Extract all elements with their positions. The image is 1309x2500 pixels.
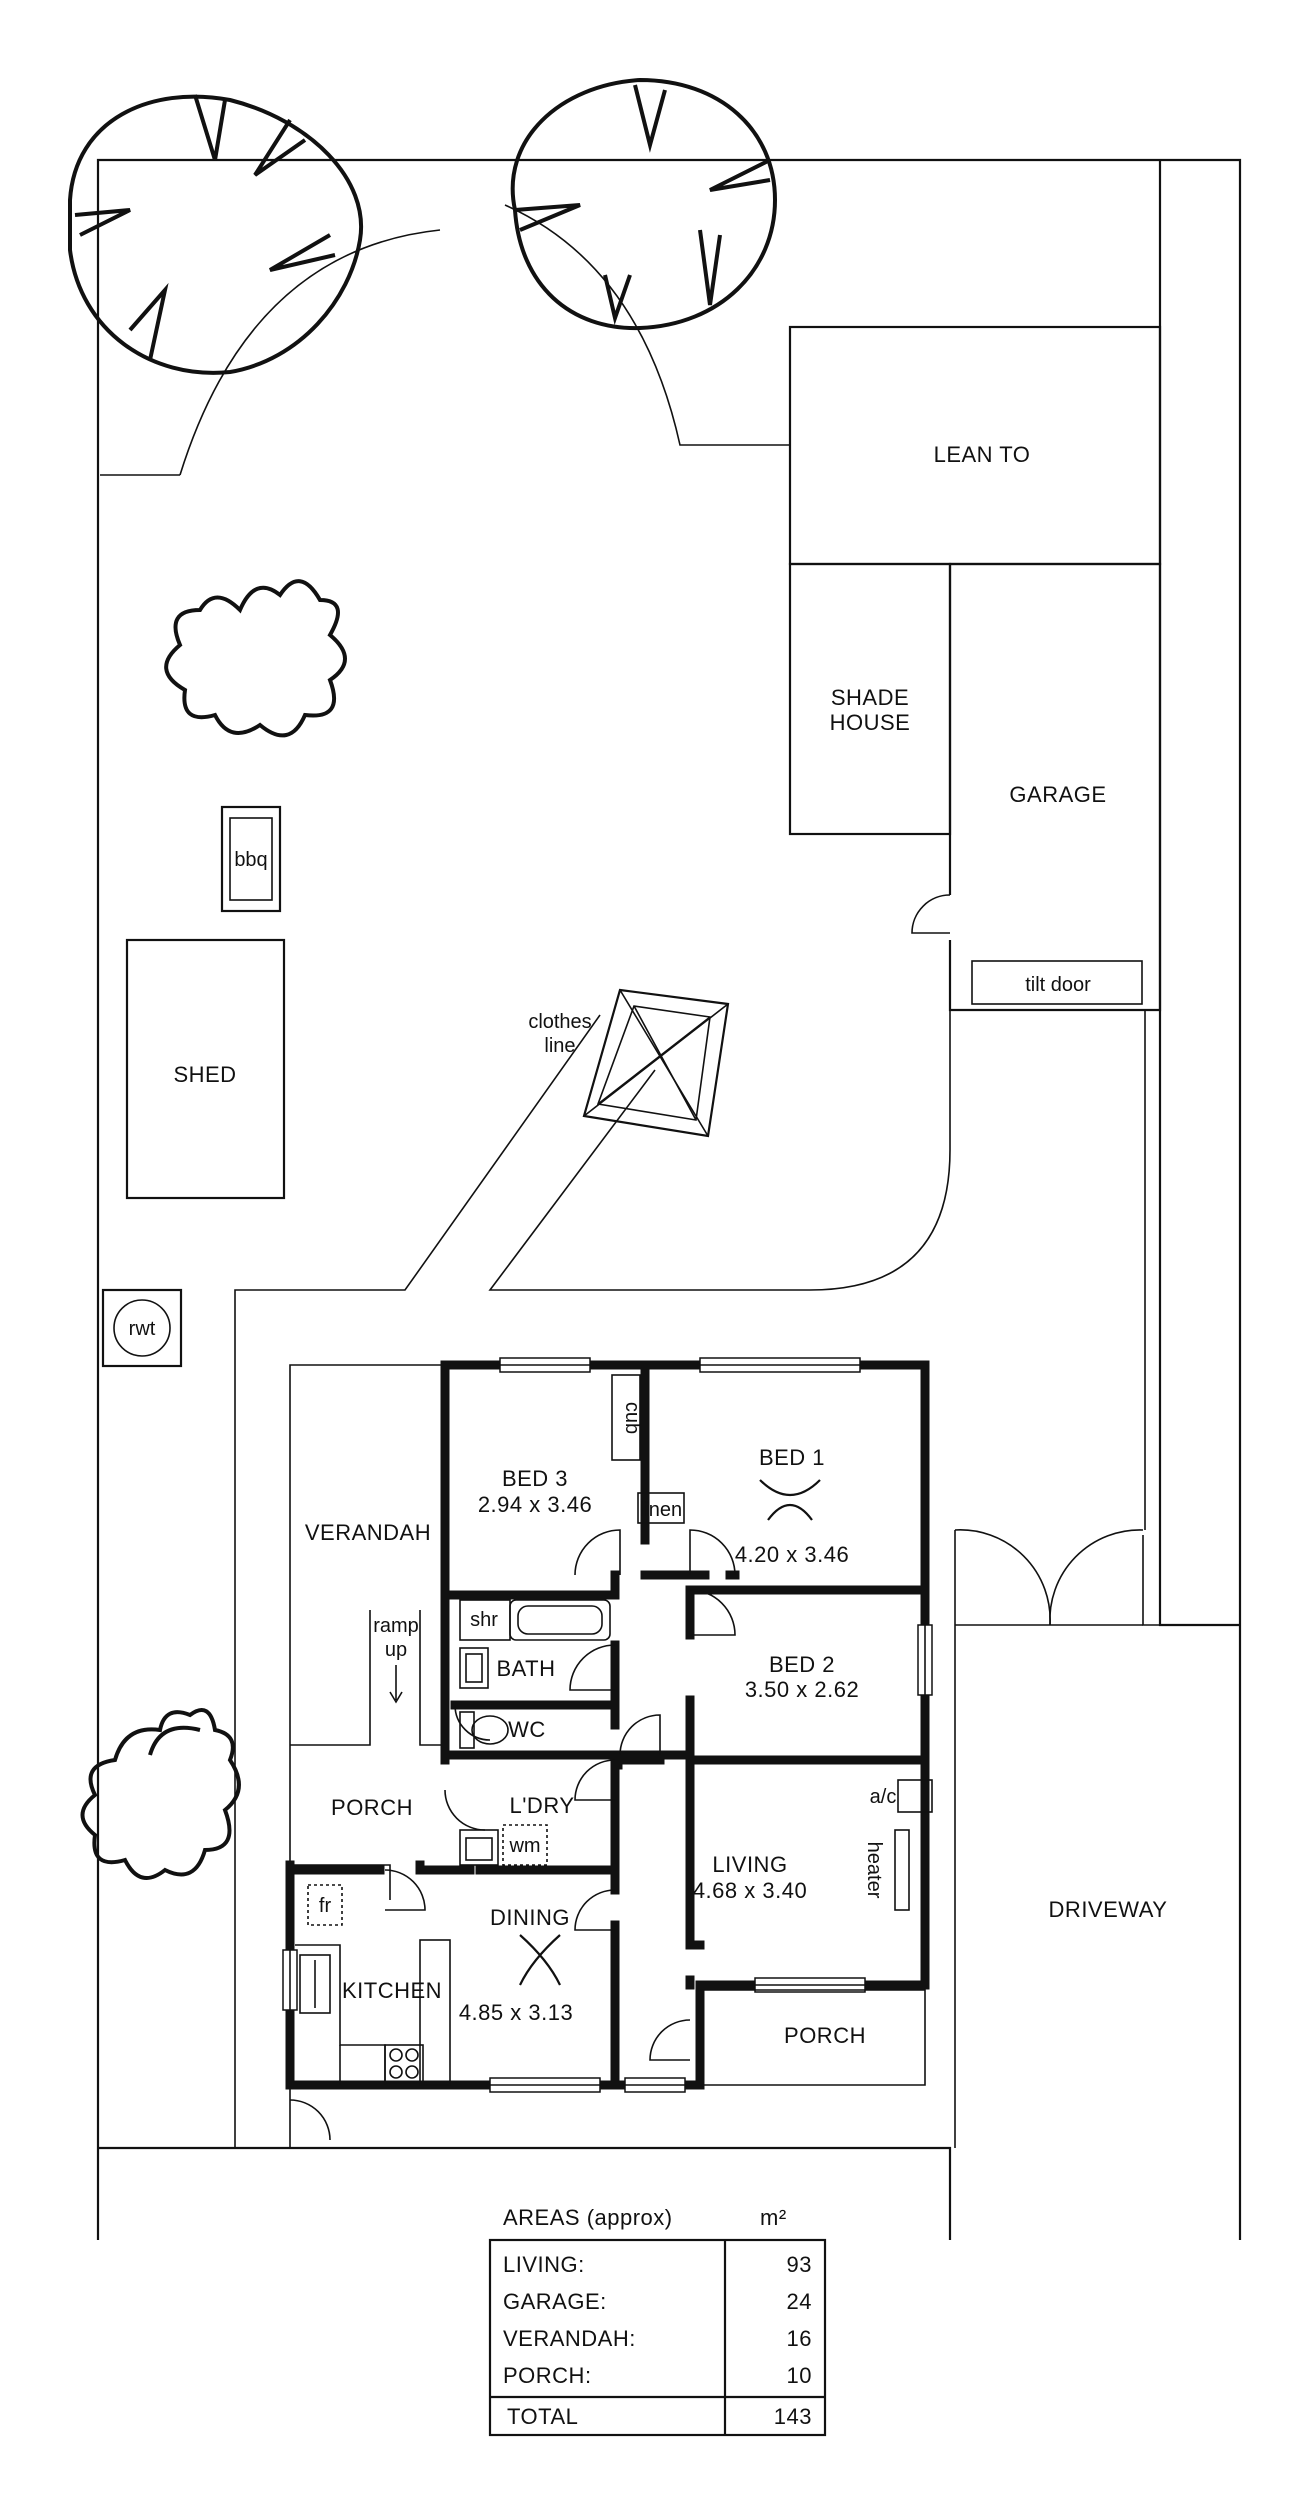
bed3-size: 2.94 x 3.46	[478, 1492, 592, 1517]
cub-label: cub	[621, 1402, 643, 1434]
wc-label: WC	[508, 1717, 546, 1742]
driveway-label: DRIVEWAY	[1049, 1897, 1168, 1922]
bbq-label: bbq	[234, 849, 267, 871]
areas-row-label: LIVING:	[503, 2252, 585, 2277]
heater-label: heater	[863, 1842, 885, 1899]
fridge-label: fr	[319, 1895, 332, 1917]
bath-label: BATH	[496, 1656, 555, 1681]
areas-row-value: 93	[787, 2252, 812, 2277]
bed1-name: BED 1	[759, 1445, 825, 1470]
site-boundary	[96, 158, 1242, 2240]
areas-row-label: GARAGE:	[503, 2289, 607, 2314]
areas-row-value: 16	[787, 2326, 812, 2351]
lean-to-label: LEAN TO	[934, 442, 1031, 467]
porch-front-label: PORCH	[784, 2023, 866, 2048]
living-size: 4.68 x 3.40	[693, 1878, 807, 1903]
bbq: bbq	[220, 805, 282, 913]
areas-row-label: PORCH:	[503, 2363, 592, 2388]
bed2-size: 3.50 x 2.62	[745, 1677, 859, 1702]
rainwater-tank: rwt	[101, 1288, 183, 1368]
clothes-line-label-2: line	[544, 1035, 575, 1057]
dining-size: 4.85 x 3.13	[459, 2000, 573, 2025]
shed: SHED	[125, 938, 286, 1200]
front-porch: PORCH	[700, 1989, 926, 2086]
garage: tilt door GARAGE	[911, 562, 1162, 1012]
room-labels: BED 3 2.94 x 3.46 BED 1 4.20 x 3.46 BED …	[319, 1402, 896, 2025]
clothes-line-label-1: clothes	[528, 1011, 591, 1033]
house-walls	[285, 1360, 930, 2090]
shower-label: shr	[470, 1609, 498, 1631]
dining-name: DINING	[490, 1905, 570, 1930]
washing-machine-label: wm	[508, 1835, 540, 1857]
verandah: VERANDAH ramp up PORCH	[289, 1364, 445, 2148]
areas-total-label: TOTAL	[507, 2404, 578, 2429]
garage-label: GARAGE	[1009, 782, 1106, 807]
shed-label: SHED	[173, 1062, 236, 1087]
kitchen-label: KITCHEN	[342, 1978, 442, 2003]
areas-total-value: 143	[774, 2404, 812, 2429]
bushy-tree-middle	[164, 579, 347, 738]
ramp-label-2: up	[385, 1639, 407, 1661]
linen-label: linen	[640, 1499, 682, 1521]
shade-house: SHADE HOUSE	[788, 562, 952, 836]
verandah-label: VERANDAH	[305, 1520, 431, 1545]
rwt-label: rwt	[129, 1318, 156, 1340]
porch-west-label: PORCH	[331, 1795, 413, 1820]
areas-unit: m²	[760, 2205, 787, 2230]
driveway: DRIVEWAY	[954, 1010, 1168, 2148]
garden-paths	[100, 204, 951, 2148]
laundry-label: L'DRY	[510, 1793, 575, 1818]
door-swings	[289, 1529, 736, 2141]
bushy-tree-lower	[80, 1708, 241, 1880]
bed3-name: BED 3	[502, 1466, 568, 1491]
living-name: LIVING	[712, 1852, 787, 1877]
tree-large-right	[510, 77, 778, 331]
clothes-line: clothes line	[528, 988, 730, 1138]
areas-title: AREAS (approx)	[503, 2205, 673, 2230]
fixtures	[295, 1374, 933, 2086]
lean-to: LEAN TO	[788, 325, 1162, 566]
areas-row-label: VERANDAH:	[503, 2326, 636, 2351]
ramp-label-1: ramp	[373, 1615, 419, 1637]
tilt-door-label: tilt door	[1025, 974, 1091, 996]
areas-row-value: 10	[787, 2363, 812, 2388]
bed2-name: BED 2	[769, 1652, 835, 1677]
tree-large-left	[68, 94, 364, 375]
shade-house-label-2: HOUSE	[830, 710, 911, 735]
bed1-size: 4.20 x 3.46	[735, 1542, 849, 1567]
windows	[282, 1357, 933, 2093]
ac-label: a/c	[870, 1786, 897, 1808]
areas-row-value: 24	[787, 2289, 812, 2314]
shade-house-label-1: SHADE	[831, 685, 909, 710]
